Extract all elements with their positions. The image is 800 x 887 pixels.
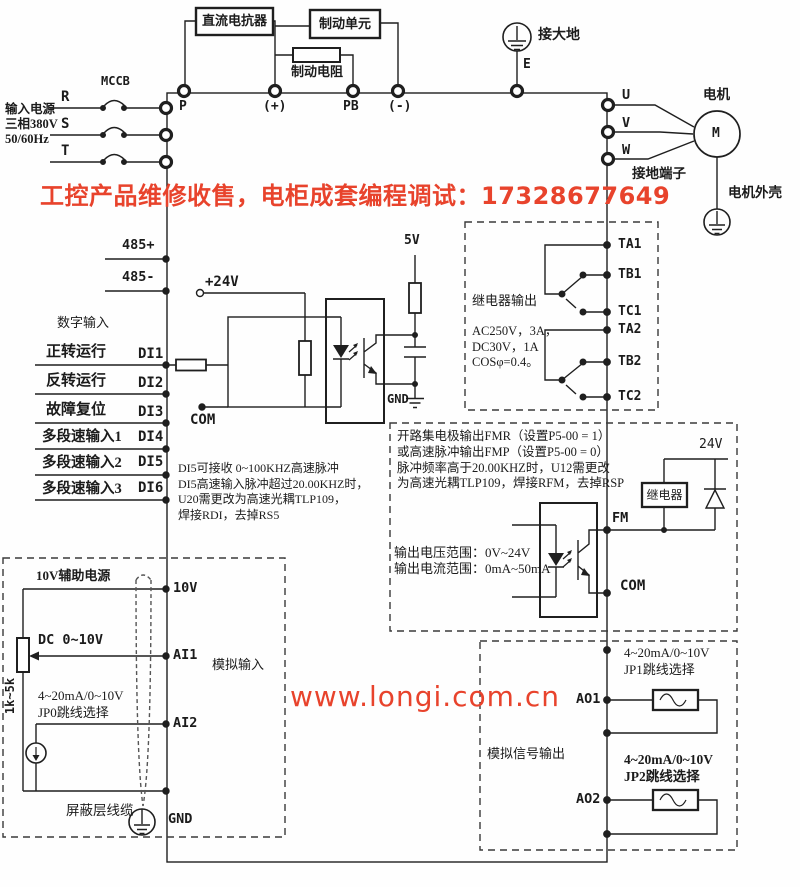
analog-output-box <box>479 640 738 851</box>
di1-label: 正转运行 <box>46 344 107 360</box>
shield-ground-icon <box>128 808 156 836</box>
brake-resistor <box>275 47 354 85</box>
brake-resistor-label: 制动电阻 <box>290 64 343 79</box>
terminal-ai2: AI2 <box>173 715 198 731</box>
di5-note: DI5可接收 0~100KHZ高速脉冲 DI5高速输入脉冲超过20.00KHZ时… <box>178 461 369 522</box>
analog-input-title: 模拟输入 <box>212 657 265 672</box>
terminal-fm-com: COM <box>620 578 646 594</box>
comm-lines <box>105 255 170 295</box>
relay-output-title: 继电器输出 <box>472 293 538 308</box>
earth-label: 接大地 <box>538 28 580 43</box>
relay-contacts <box>544 241 611 401</box>
dc-reactor-label: 直流电抗器 <box>201 13 267 28</box>
gnd-top-label: GND <box>387 392 409 406</box>
terminal-pb: PB <box>343 99 359 114</box>
terminal-v: V <box>622 115 631 131</box>
terminal-p: P <box>179 99 187 114</box>
fm-relay-coil-label: 继电器 <box>646 488 683 502</box>
motor-m-label: M <box>712 126 720 141</box>
com-label: COM <box>190 412 216 428</box>
power-source-label: 输入电源 三相380V 50/60Hz <box>5 102 58 146</box>
terminal-485n: 485- <box>122 269 155 285</box>
analog-output-title: 模拟信号输出 <box>487 746 566 761</box>
terminal-485p: 485+ <box>122 237 155 253</box>
motor-ground-terminal-label: 接地端子 <box>632 166 686 181</box>
brake-unit-box <box>275 8 399 85</box>
terminal-u: U <box>622 87 631 103</box>
terminal-ai1: AI1 <box>173 647 198 663</box>
analog-output-circuit <box>603 646 718 838</box>
terminal-tb2: TB2 <box>618 354 642 369</box>
v5-label: 5V <box>404 233 420 248</box>
dc-reactor-box <box>184 6 276 85</box>
jp1-note: 4~20mA/0~10V JP1跳线选择 <box>624 645 710 677</box>
di1-terminal: DI1 <box>138 346 164 362</box>
phase-t-label: T <box>61 143 70 159</box>
optocoupler-2 <box>512 502 611 618</box>
fm-current-range: 输出电流范围：0mA~50mA <box>394 561 551 576</box>
fm-voltage-range: 输出电压范围：0V~24V <box>394 545 531 560</box>
shield-cable <box>135 574 152 807</box>
terminal-fm: FM <box>612 510 629 526</box>
di-input-circuit <box>195 288 327 411</box>
terminal-tc1: TC1 <box>618 304 642 319</box>
jp0-note: 4~20mA/0~10V JP0跳线选择 <box>38 688 124 720</box>
analog-input-box <box>2 557 286 838</box>
terminal-tc2: TC2 <box>618 389 642 404</box>
terminal-ta2: TA2 <box>618 322 642 337</box>
di2-terminal: DI2 <box>138 375 164 391</box>
relay-output-box <box>464 221 659 411</box>
terminal-ta1: TA1 <box>618 237 642 252</box>
watermark-url: www.longi.com.cn <box>290 680 560 713</box>
di3-terminal: DI3 <box>138 404 164 420</box>
terminal-minus: (-) <box>388 99 412 114</box>
mccb-breaker <box>50 99 160 165</box>
shield-cable-label: 屏蔽层线缆 <box>66 803 134 818</box>
di5-terminal: DI5 <box>138 454 164 470</box>
5v-pullup-rail <box>404 255 426 409</box>
di4-terminal: DI4 <box>138 429 164 445</box>
di3-label: 故障复位 <box>46 402 107 418</box>
fm-24v-label: 24V <box>699 437 723 452</box>
relay-spec: AC250V，3A， DC30V，1A COSφ=0.4。 <box>472 324 558 369</box>
phase-s-label: S <box>61 116 70 132</box>
analog-input-circuit <box>16 585 170 795</box>
terminal-10v: 10V <box>173 580 198 596</box>
motor-title: 电机 <box>703 87 730 102</box>
fm-relay-circuit <box>610 458 728 534</box>
terminal-plus: (+) <box>263 99 287 114</box>
ring-terminals <box>158 83 616 170</box>
terminal-w: W <box>622 142 631 158</box>
fm-note: 开路集电极输出FMR（设置P5-00 = 1） 或高速脉冲输出FMP（设置P5-… <box>397 429 625 491</box>
earth-terminal-label: E <box>523 57 531 72</box>
motor-housing-label: 电机外壳 <box>728 185 782 200</box>
fm-note-box <box>389 422 738 632</box>
motor <box>614 104 741 236</box>
brake-unit-label: 制动单元 <box>318 16 371 31</box>
dc-range-label: DC 0~10V <box>38 632 104 648</box>
optocoupler-1 <box>325 298 415 424</box>
terminal-ao2: AO2 <box>576 791 601 807</box>
aux-10v-label: 10V辅助电源 <box>36 568 111 583</box>
terminal-tb1: TB1 <box>618 267 642 282</box>
di2-label: 反转运行 <box>46 373 107 389</box>
terminal-ao1: AO1 <box>576 691 601 707</box>
service-banner: 工控产品维修收售，电柜成套编程调试：17328677649 <box>40 182 671 210</box>
di5-label: 多段速输入2 <box>42 455 122 471</box>
di6-label: 多段速输入3 <box>42 481 122 497</box>
phase-r-label: R <box>61 89 70 105</box>
di6-terminal: DI6 <box>138 480 164 496</box>
earth-ground-icon <box>502 22 532 85</box>
jp2-note: 4~20mA/0~10V JP2跳线选择 <box>624 752 714 784</box>
terminal-gnd: GND <box>168 811 193 827</box>
mccb-label: MCCB <box>101 74 130 88</box>
digital-input-lines <box>35 358 228 504</box>
di4-label: 多段速输入1 <box>42 429 122 445</box>
digital-input-title: 数字输入 <box>57 315 110 330</box>
v24-label: +24V <box>205 274 239 290</box>
pot-range-label: 1k~5k <box>2 677 17 715</box>
